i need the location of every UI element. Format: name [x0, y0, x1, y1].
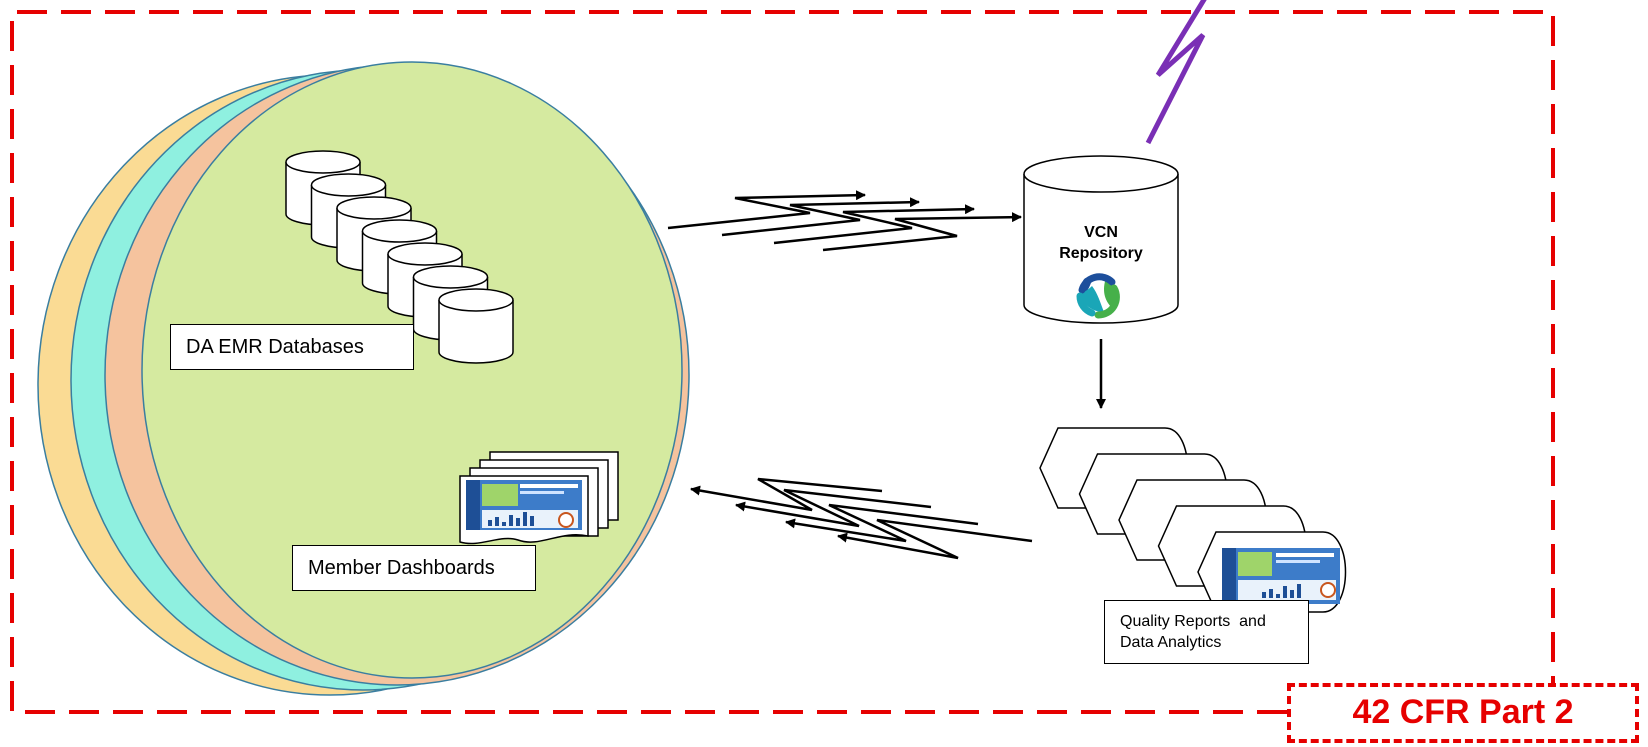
- reports-label-line2: Data Analytics: [1120, 634, 1222, 651]
- database-cylinder-icon: [1023, 155, 1179, 324]
- vcn-logo-icon: [1076, 273, 1120, 319]
- compliance-box: [1287, 683, 1639, 743]
- data-flow-to-repository: [667, 190, 1022, 252]
- reports-label-line1: Quality Reports and: [1120, 613, 1266, 630]
- database-stack-icon: [285, 150, 514, 364]
- report-screenshot-thumbnail: [1222, 548, 1340, 604]
- dashboard-thumbnails-icon: [459, 451, 619, 545]
- member-organizations: [37, 61, 690, 696]
- compliance-label: 42 CFR Part 2: [1352, 693, 1574, 731]
- repository-label-line1: VCN: [1084, 224, 1118, 241]
- repository-label: VCN Repository: [1024, 222, 1178, 264]
- data-flow-to-members: [690, 477, 1033, 560]
- dashboards-label: Member Dashboards: [292, 545, 536, 591]
- repository-label-line2: Repository: [1059, 245, 1143, 262]
- databases-label: DA EMR Databases: [170, 324, 414, 370]
- compliance-boundary: [10, 10, 1555, 714]
- lightning-bolt-icon: [1145, 0, 1207, 145]
- reports-label: Quality Reports and Data Analytics: [1104, 600, 1309, 664]
- database-cylinder: [438, 288, 514, 364]
